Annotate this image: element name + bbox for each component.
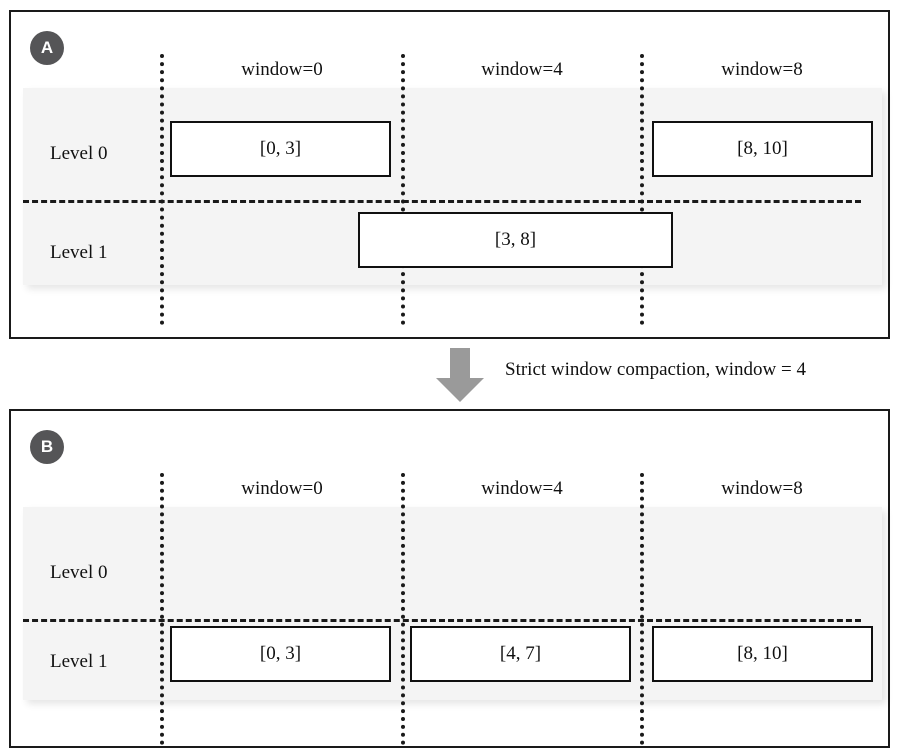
panel-b-interval-box-4-7: [4, 7] [410,626,631,682]
panel-b-window-header-1: window=4 [481,478,563,499]
panel-a-interval-box-3-8: [3, 8] [358,212,673,268]
panel-b-window-header-0: window=0 [241,478,323,499]
panel-a-window-boundary-0 [160,54,164,325]
down-arrow-icon [436,348,484,402]
panel-a: A window=0 window=4 window=8 Level 0 Lev… [9,10,890,339]
panel-a-level-label-0: Level 0 [50,143,108,164]
panel-a-window-header-2: window=8 [721,59,803,80]
panel-a-window-boundary-1 [401,54,405,325]
panel-a-window-header-1: window=4 [481,59,563,80]
transition-row: Strict window compaction, window = 4 [0,345,906,405]
transition-label: Strict window compaction, window = 4 [505,359,806,380]
panel-a-interval-box-0-3: [0, 3] [170,121,391,177]
panel-a-badge: A [30,31,64,65]
panel-a-level-divider [23,200,861,203]
panel-b-window-boundary-2 [640,473,644,745]
panel-b-level-label-1: Level 1 [50,651,108,672]
panel-b-interval-box-0-3: [0, 3] [170,626,391,682]
panel-b: B window=0 window=4 window=8 Level 0 Lev… [9,409,890,748]
panel-b-window-header-2: window=8 [721,478,803,499]
panel-b-level-label-0: Level 0 [50,562,108,583]
panel-b-window-boundary-0 [160,473,164,745]
panel-a-interval-box-8-10: [8, 10] [652,121,873,177]
panel-a-window-header-0: window=0 [241,59,323,80]
panel-b-level-divider [23,619,861,622]
panel-a-window-boundary-2 [640,54,644,325]
panel-b-interval-box-8-10: [8, 10] [652,626,873,682]
panel-a-level-label-1: Level 1 [50,242,108,263]
panel-b-window-boundary-1 [401,473,405,745]
panel-b-badge: B [30,430,64,464]
